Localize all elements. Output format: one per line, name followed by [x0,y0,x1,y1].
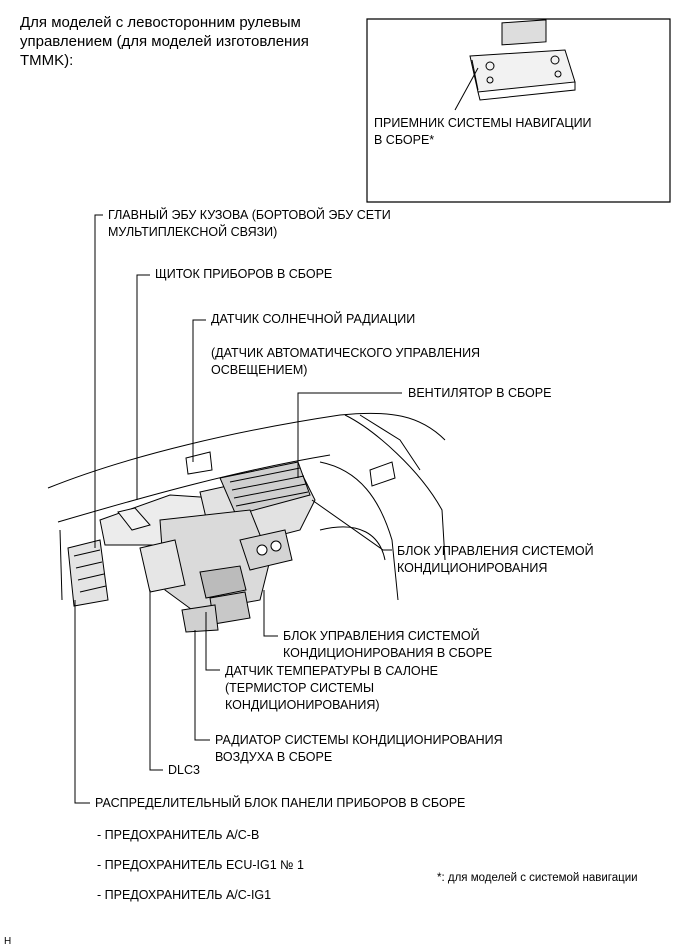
dashboard-outline [48,413,445,600]
fuse-item: - ПРЕДОХРАНИТЕЛЬ ECU-IG1 № 1 [97,858,304,872]
inset-frame [367,19,670,202]
callout-main-body-ecu: ГЛАВНЫЙ ЭБУ КУЗОВА (БОРТОВОЙ ЭБУ СЕТИ МУ… [108,208,391,239]
callout-radiator: РАДИАТОР СИСТЕМЫ КОНДИЦИОНИРОВАНИЯ ВОЗДУ… [215,733,503,764]
callout-junction-block: РАСПРЕДЕЛИТЕЛЬНЫЙ БЛОК ПАНЕЛИ ПРИБОРОВ В… [95,796,466,810]
callout-dlc3: DLC3 [168,763,200,777]
page-header: Для моделей с левосторонним рулевым упра… [20,14,309,69]
footnote: *: для моделей с системой навигации [437,872,638,884]
callout-ac-control-assembly: БЛОК УПРАВЛЕНИЯ СИСТЕМОЙ КОНДИЦИОНИРОВАН… [283,629,493,660]
leader-lines [75,215,402,803]
corner-mark: H [4,936,12,947]
fuse-item: - ПРЕДОХРАНИТЕЛЬ A/C-IG1 [97,888,272,902]
callout-instrument-panel: ЩИТОК ПРИБОРОВ В СБОРЕ [155,267,333,281]
callout-room-temp-sensor: ДАТЧИК ТЕМПЕРАТУРЫ В САЛОНЕ (ТЕРМИСТОР С… [225,664,439,712]
fuse-item: - ПРЕДОХРАНИТЕЛЬ A/C-B [97,828,260,842]
callout-solar-sensor-note: (ДАТЧИК АВТОМАТИЧЕСКОГО УПРАВЛЕНИЯ ОСВЕЩ… [211,346,481,377]
navigation-receiver-illustration [470,20,575,100]
hvac-assembly [68,462,315,632]
callout-ac-control-unit: БЛОК УПРАВЛЕНИЯ СИСТЕМОЙ КОНДИЦИОНИРОВАН… [397,544,594,575]
callout-solar-sensor: ДАТЧИК СОЛНЕЧНОЙ РАДИАЦИИ [211,312,416,326]
navigation-receiver-label: ПРИЕМНИК СИСТЕМЫ НАВИГАЦИИ В СБОРЕ* [374,116,592,147]
callout-blower: ВЕНТИЛЯТОР В СБОРЕ [408,386,552,400]
inset-leader [455,68,478,110]
